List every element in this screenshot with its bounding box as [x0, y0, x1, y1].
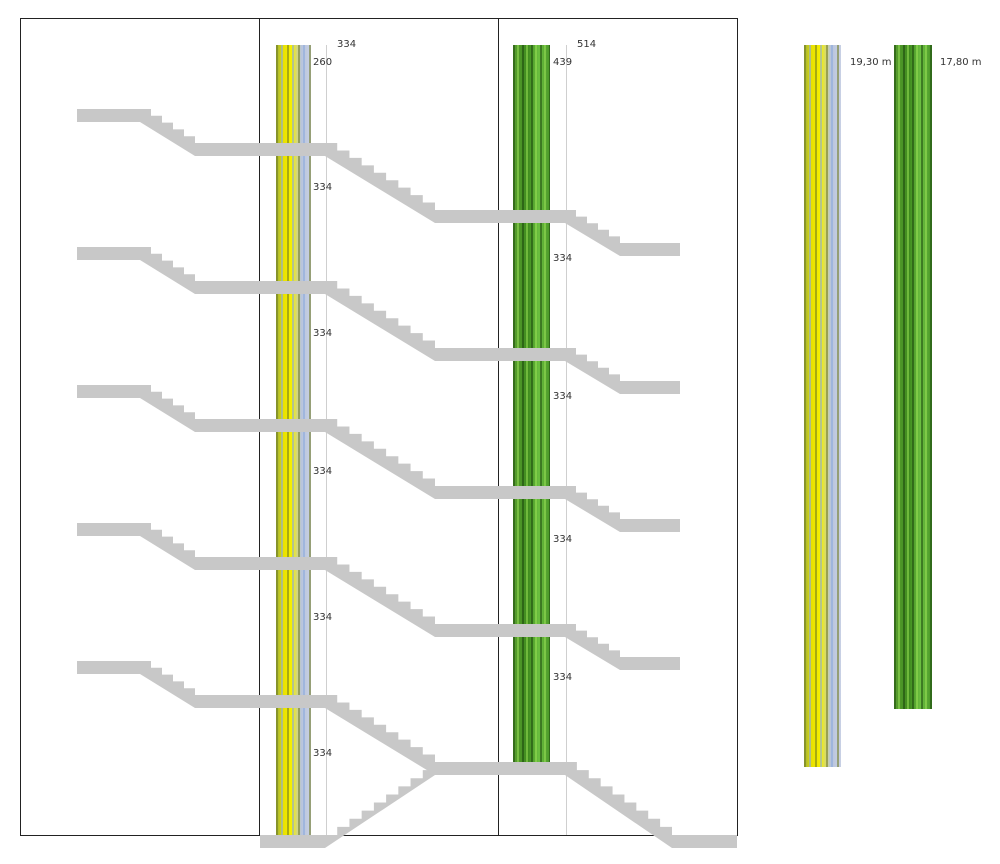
stair-landing: [77, 247, 140, 260]
stair-landing: [435, 762, 565, 775]
stair-landing: [77, 523, 140, 536]
green-plant-column-legend: [894, 45, 932, 709]
stair-flight: [325, 143, 435, 223]
stair-flight: [325, 695, 435, 775]
stair-flight: [140, 523, 195, 570]
stair-flight: [140, 109, 195, 156]
stair-landing: [77, 385, 140, 398]
stair-flight: [325, 762, 435, 848]
stair-landing: [77, 109, 140, 122]
stair-landing: [620, 243, 680, 256]
stair-landing: [672, 835, 737, 848]
stair-landing: [195, 281, 325, 294]
dim-label: 334: [313, 612, 333, 623]
stair-landing: [435, 210, 565, 223]
yellow-plant-column-legend: [804, 45, 841, 767]
stair-landing: [620, 519, 680, 532]
legend-label-yellow: 19,30 m: [850, 57, 892, 68]
stair-landing: [620, 381, 680, 394]
dim-label: 334: [553, 672, 573, 683]
stair-landing: [195, 695, 325, 708]
dimension-line-a: [326, 45, 327, 835]
stair-flight: [140, 661, 195, 708]
stair-landing: [195, 419, 325, 432]
stair-landing: [260, 835, 325, 848]
dim-label: 334: [313, 748, 333, 759]
legend-label-green: 17,80 m: [940, 57, 982, 68]
dim-label: 334: [553, 534, 573, 545]
stair-flight: [565, 486, 620, 532]
stair-landing: [435, 348, 565, 361]
section-frame-3: [498, 18, 738, 836]
stair-landing: [435, 486, 565, 499]
dim-label: 334: [553, 391, 573, 402]
stair-flight: [325, 557, 435, 637]
stair-flight: [565, 762, 672, 848]
dim-label: 260: [313, 57, 333, 68]
stair-flight: [140, 247, 195, 294]
stair-landing: [620, 657, 680, 670]
dim-label: 334: [553, 253, 573, 264]
green-plant-column: [513, 45, 550, 763]
stair-landing: [435, 624, 565, 637]
stair-landing: [195, 143, 325, 156]
stair-flight: [565, 624, 620, 670]
stair-flight: [565, 348, 620, 394]
stair-flight: [565, 210, 620, 256]
stair-landing: [77, 661, 140, 674]
dim-label: 334: [313, 328, 333, 339]
stair-flight: [325, 281, 435, 361]
stair-flight: [140, 385, 195, 432]
dim-label: 514: [577, 39, 597, 50]
dimension-line-b: [566, 45, 567, 835]
stair-landing: [195, 557, 325, 570]
dim-label: 334: [313, 182, 333, 193]
dim-label: 334: [337, 39, 357, 50]
dim-label: 439: [553, 57, 573, 68]
dim-label: 334: [313, 466, 333, 477]
stair-flight: [325, 419, 435, 499]
